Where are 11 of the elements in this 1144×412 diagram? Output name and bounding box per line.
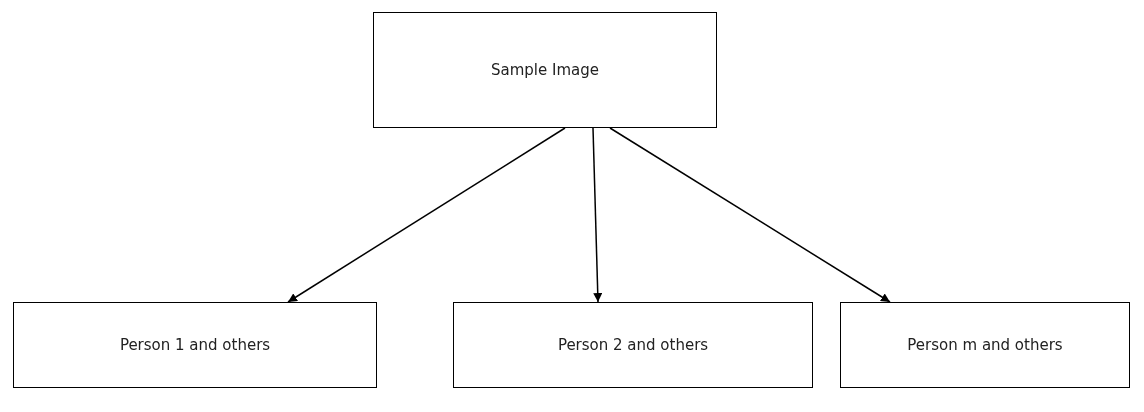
arrow [287,127,566,303]
process-box [840,302,1130,388]
process-box [373,12,717,128]
node-label: Person 1 and others [119,336,271,354]
node-label: Sample Image [491,61,599,79]
process-box [13,302,377,388]
node-label: Person 2 and others [557,336,709,354]
arrow [609,127,891,303]
process-box [453,302,813,388]
arrow [592,127,603,303]
node-label: Person m and others [907,336,1063,354]
